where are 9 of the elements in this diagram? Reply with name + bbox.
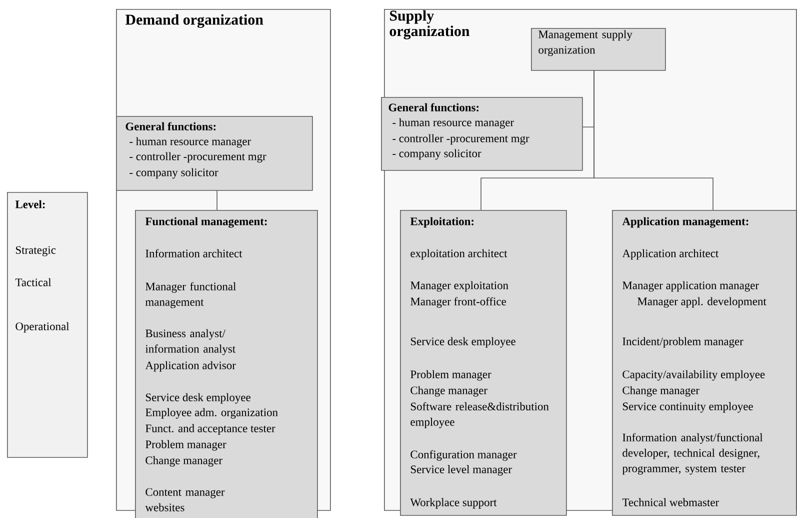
function-box: Application management: Application architect Manager application manager Manager appl. development Incident/problem manager Capacity/availability employee Change manager Service continuity employee Information analyst/functional developer, technical designer, programmer, system tester Technical webmaster — [612, 210, 797, 516]
process-box: Management supply organization — [531, 28, 666, 71]
connector-line — [594, 70, 714, 210]
function-box: Functional management: Information architect Manager functional management Business analyst/ information analyst Application advisor Service desk employee Employee adm. organization Funct. and acceptance tester Problem manager Change manager Content manager websites — [135, 210, 318, 518]
function-box: Exploitation: exploitation architect Manager exploitation Manager front-office Service desk employee Problem manager Change manager Software release&distribution employee Configuration manager Service level manager Workplace support — [400, 210, 567, 516]
function-box: General functions: - human resource manager - controller -procurement mgr - company solicitor — [116, 116, 313, 191]
level-box: Level: Strategic Tactical Operational — [7, 192, 88, 458]
connector-line — [216, 190, 218, 210]
function-box: General functions: - human resource manager - controller -procurement mgr - company solicitor — [381, 97, 583, 171]
